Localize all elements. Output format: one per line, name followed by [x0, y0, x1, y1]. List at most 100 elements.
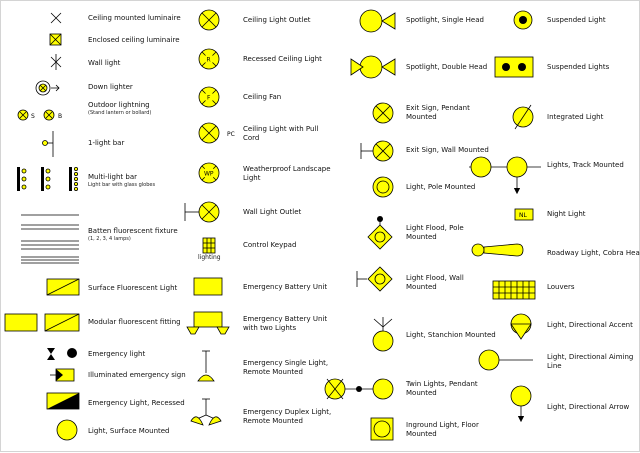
label-modular-fluorescent-fitting: Modular fluorescent fitting [88, 318, 181, 326]
label-enclosed-ceiling-luminaire: Enclosed ceiling luminaire [88, 36, 180, 44]
label-emergency-light-recessed: Emergency Light, Recessed [88, 399, 185, 407]
label-spotlight-single-head: Spotlight, Single Head [406, 16, 484, 24]
single-remote-line-2: Remote Mounted [243, 368, 303, 376]
roadway-cobra-head-icon [471, 243, 524, 257]
exit-pendant-line-2: Mounted [406, 113, 437, 121]
inground-line-2: Mounted [406, 430, 437, 438]
flood-pole-icon [367, 216, 393, 250]
emergency-duplex-remote-icon [190, 398, 222, 426]
label-exit-sign-wall: Exit Sign, Wall Mounted [406, 146, 489, 154]
label-wall-light: Wall light [88, 59, 121, 67]
label-directional-accent: Light, Directional Accent [547, 321, 633, 329]
down-lighter-icon [35, 80, 60, 96]
ceiling-light-pull-cord-icon: PC [198, 122, 235, 144]
label-suspended-light: Suspended Light [547, 16, 606, 24]
single-remote-line-1: Emergency Single Light, [243, 359, 329, 367]
outdoor-lighting-icon: S B [17, 109, 62, 121]
suspended-lights-icon [494, 56, 534, 78]
emergency-light-recessed-icon [46, 392, 80, 410]
label-twin-lights-pendant: Twin Lights, Pendant Mounted [406, 380, 478, 398]
recessed-ceiling-light-icon: R [198, 48, 220, 70]
label-light-pole-mounted: Light, Pole Mounted [406, 183, 476, 191]
batten-fixture-title: Batten fluorescent fixture [88, 227, 178, 235]
label-suspended-lights: Suspended Lights [547, 63, 610, 71]
outdoor-lighting-title: Outdoor lightning [88, 101, 150, 109]
enclosed-ceiling-luminaire-icon [49, 33, 62, 46]
night-light-icon: NL [514, 208, 534, 221]
ceiling-mounted-luminaire-icon [50, 12, 62, 24]
label-multi-light-bar: Multi-light bar Light bar with glass glo… [88, 173, 155, 188]
aiming-line-1: Light, Directional Aiming [547, 353, 634, 361]
exit-pendant-line-1: Exit Sign, Pendant [406, 104, 470, 112]
flood-wall-line-2: Mounted [406, 283, 437, 291]
recessed-letter: R [207, 57, 211, 64]
emergency-light-icon [47, 348, 77, 360]
nl-letter: NL [519, 212, 527, 219]
label-directional-arrow: Light, Directional Arrow [547, 403, 630, 411]
label-night-light: Night Light [547, 210, 586, 218]
label-emergency-single-remote: Emergency Single Light, Remote Mounted [243, 359, 328, 377]
label-wall-light-outlet: Wall Light Outlet [243, 208, 302, 216]
wall-light-icon [50, 54, 62, 70]
label-ceiling-fan: Ceiling Fan [243, 93, 282, 101]
label-flood-wall: Light Flood, Wall Mounted [406, 274, 464, 292]
weatherproof-line-2: Light [243, 174, 261, 182]
label-one-light-bar: 1-light bar [88, 139, 125, 147]
label-light-surface-mounted: Light, Surface Mounted [88, 427, 170, 435]
illuminated-emergency-sign-icon [50, 368, 75, 382]
label-illuminated-emergency-sign: Illuminated emergency sign [88, 371, 186, 379]
duplex-remote-line-1: Emergency Duplex Light, [243, 408, 332, 416]
directional-aiming-line-icon [478, 349, 533, 371]
surface-fluorescent-light-icon [46, 278, 80, 296]
label-ceiling-light-pull-cord: Ceiling Light with Pull Cord [243, 125, 318, 143]
one-light-bar-icon [42, 131, 54, 157]
label-stanchion-light: Light, Stanchion Mounted [406, 331, 496, 339]
track-mounted-lights-icon [469, 156, 541, 195]
inground-line-1: Inground Light, Floor [406, 421, 479, 429]
label-emergency-battery-unit: Emergency Battery Unit [243, 283, 328, 291]
battery-two-line-1: Emergency Battery Unit [243, 315, 328, 323]
exit-sign-pendant-icon [372, 102, 394, 124]
directional-accent-icon [510, 313, 532, 340]
label-outdoor-lighting: Outdoor lightning (Stand lantern or boll… [88, 101, 151, 116]
label-ceiling-mounted-luminaire: Ceiling mounted luminaire [88, 14, 181, 22]
flood-wall-line-1: Light Flood, Wall [406, 274, 464, 282]
label-down-lighter: Down lighter [88, 83, 133, 91]
label-exit-sign-pendant: Exit Sign, Pendant Mounted [406, 104, 470, 122]
flood-pole-line-1: Light Flood, Pole [406, 224, 464, 232]
pull-cord-line-2: Cord [243, 134, 260, 142]
label-directional-aiming-line: Light, Directional Aiming Line [547, 353, 633, 371]
label-surface-fluorescent-light: Surface Fluorescent Light [88, 284, 178, 292]
emergency-battery-unit-icon [193, 277, 223, 296]
ceiling-fan-icon: F [198, 86, 220, 108]
label-emergency-light: Emergency light [88, 350, 146, 358]
label-flood-pole: Light Flood, Pole Mounted [406, 224, 464, 242]
label-integrated-light: Integrated Light [547, 113, 604, 121]
stanchion-light-icon [372, 317, 394, 352]
batten-fluorescent-fixture-icon [21, 214, 79, 264]
light-surface-mounted-icon [56, 419, 78, 441]
battery-two-line-2: with two Lights [243, 324, 297, 332]
wp-letter: WP [204, 171, 214, 178]
suspended-light-icon [513, 10, 533, 30]
aiming-line-2: Line [547, 362, 562, 370]
label-control-keypad: Control Keypad [243, 241, 297, 249]
outdoor-lighting-subtitle: (Stand lantern or bollard) [88, 110, 152, 116]
label-track-mounted-lights: Lights, Track Mounted [547, 161, 624, 169]
twin-pendant-line-1: Twin Lights, Pendant [406, 380, 478, 388]
ceiling-light-outlet-icon [198, 9, 220, 31]
pc-letter: PC [227, 131, 235, 138]
flood-pole-line-2: Mounted [406, 233, 437, 241]
louvers-icon [492, 280, 536, 300]
multi-light-bar-icon [17, 166, 79, 191]
batten-fixture-subtitle: (1, 2, 3, 4 lamps) [88, 236, 131, 242]
control-keypad-icon [202, 237, 216, 254]
label-inground-light: Inground Light, Floor Mounted [406, 421, 479, 439]
twin-pendant-line-2: Mounted [406, 389, 437, 397]
outdoor-b-letter: B [58, 113, 62, 120]
label-batten-fluorescent-fixture: Batten fluorescent fixture (1, 2, 3, 4 l… [88, 227, 178, 242]
keypad-caption: lighting [198, 254, 221, 261]
light-pole-mounted-icon [372, 176, 394, 198]
